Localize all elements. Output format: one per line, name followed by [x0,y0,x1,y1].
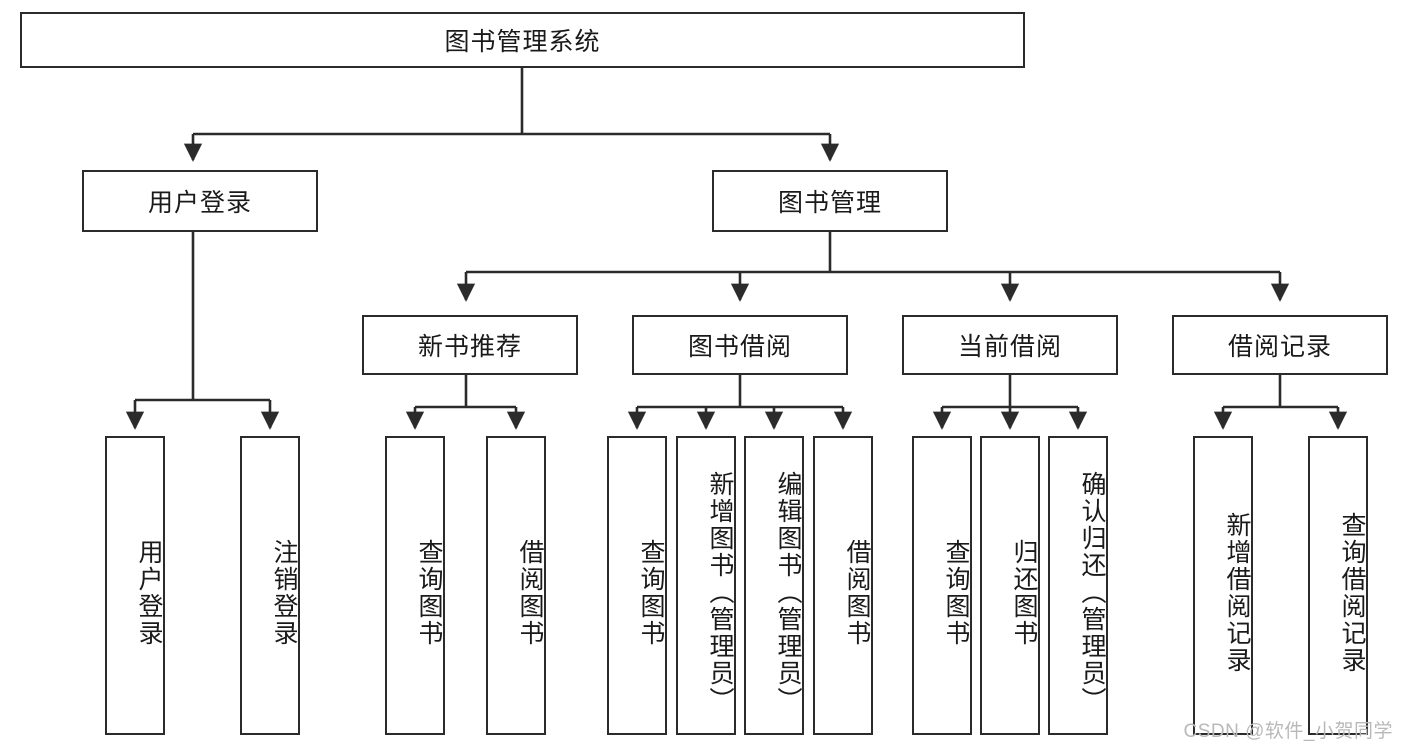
leaf-label: 用户登录 [135,538,163,647]
leaf-label: 查询图书 [942,538,970,647]
leaf-book-borrow-edit[interactable]: 编辑图书（管理员） [744,436,804,735]
node-current-borrow[interactable]: 当前借阅 [902,315,1118,375]
leaf-borrow-record-add[interactable]: 新增借阅记录 [1193,436,1253,735]
leaf-current-borrow-return[interactable]: 归还图书 [980,436,1040,735]
node-new-book-recommend-label: 新书推荐 [417,333,522,361]
node-book-management[interactable]: 图书管理 [712,170,948,232]
node-root-label: 图书管理系统 [444,28,601,56]
leaf-book-borrow-query[interactable]: 查询图书 [607,436,667,735]
leaf-user-login-logout[interactable]: 注销登录 [240,436,300,735]
leaf-label: 借阅图书 [516,538,544,647]
leaf-label: 编辑图书（管理员） [774,471,802,714]
watermark-text: CSDN @软件_小贺同学 [1183,721,1393,742]
leaf-borrow-record-query[interactable]: 查询借阅记录 [1308,436,1368,735]
leaf-new-book-query[interactable]: 查询图书 [385,436,445,735]
leaf-label: 归还图书 [1010,538,1038,647]
leaf-label: 新增图书（管理员） [706,471,734,714]
leaf-label: 注销登录 [270,538,298,647]
node-book-management-label: 图书管理 [777,189,882,217]
leaf-current-borrow-query[interactable]: 查询图书 [912,436,972,735]
node-current-borrow-label: 当前借阅 [957,333,1062,361]
leaf-label: 查询图书 [415,538,443,647]
leaf-book-borrow-borrow[interactable]: 借阅图书 [813,436,873,735]
leaf-label: 借阅图书 [843,538,871,647]
leaf-current-borrow-confirm-return[interactable]: 确认归还（管理员） [1048,436,1108,735]
leaf-new-book-borrow[interactable]: 借阅图书 [486,436,546,735]
leaf-label: 查询借阅记录 [1338,511,1366,674]
leaf-book-borrow-add[interactable]: 新增图书（管理员） [676,436,736,735]
node-book-borrow[interactable]: 图书借阅 [632,315,848,375]
leaf-user-login-login[interactable]: 用户登录 [105,436,165,735]
leaf-label: 查询图书 [637,538,665,647]
node-user-login[interactable]: 用户登录 [82,170,318,232]
node-root-system[interactable]: 图书管理系统 [20,12,1025,68]
leaf-label: 确认归还（管理员） [1078,471,1106,714]
node-borrow-record-label: 借阅记录 [1227,333,1332,361]
node-book-borrow-label: 图书借阅 [687,333,792,361]
node-borrow-record[interactable]: 借阅记录 [1172,315,1388,375]
node-new-book-recommend[interactable]: 新书推荐 [362,315,578,375]
node-user-login-label: 用户登录 [147,189,252,217]
leaf-label: 新增借阅记录 [1223,511,1251,674]
